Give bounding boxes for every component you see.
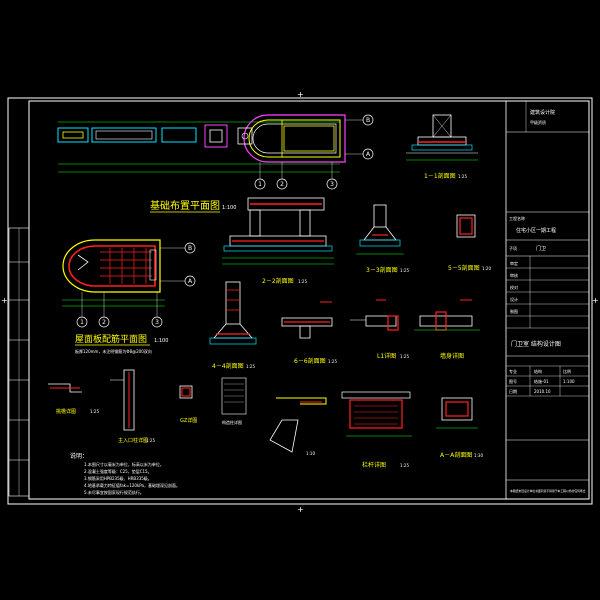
tb-project-label: 工程名称 (509, 215, 525, 221)
tb-sub-label: 子项 (509, 245, 517, 251)
roof-plan-scale: 1:100 (154, 338, 168, 344)
mark-top: + (297, 90, 304, 99)
section-5-5-scale: 1:20 (482, 266, 491, 271)
section-5-5 (456, 214, 476, 238)
axis-b: B (366, 117, 370, 124)
section-6-6 (281, 301, 333, 339)
section-2-2-scale: 1:25 (298, 279, 307, 284)
detail-balcony-title: 挑檐详图 (56, 408, 76, 415)
detail-gz2 (221, 377, 247, 415)
roof-plan-note: 板厚120mm，未注明钢筋为Φ8@200双向 (75, 348, 152, 354)
detail-gz2-title: 构造柱详图 (222, 419, 242, 425)
notes-heading: 说明： (70, 452, 88, 460)
foundation-plan-title: 基础布置平面图 (150, 199, 220, 212)
detail-post (110, 369, 135, 431)
note-2: 2.混凝土强度等级：C25，垫层C15。 (84, 468, 152, 474)
section-a-a-title: A－A剖面图 (440, 451, 472, 459)
axis-1: 1 (258, 181, 262, 188)
roof-axis-1: 1 (80, 319, 84, 326)
tb-role-4: 制图 (510, 308, 518, 314)
title-block-text: 建筑设计院 甲级资质 工程名称 住宅小区一期工程 子项 门卫 审定 审核 校对 … (509, 109, 575, 394)
mark-bottom: + (297, 505, 304, 514)
tb-date: 2010.10 (534, 389, 551, 394)
foundation-plan (57, 114, 374, 190)
detail-canopy (341, 391, 412, 437)
note-5: 5.未尽事宜按国家现行规范执行。 (84, 489, 144, 495)
roof-axis-2: 2 (102, 319, 106, 326)
tb-drawing-no-label: 图号 (509, 378, 517, 384)
axis-3: 3 (330, 181, 334, 188)
detail-gz (179, 385, 193, 399)
roof-axis-3: 3 (155, 319, 159, 326)
detail-l1-title: L1详图 (377, 352, 396, 360)
tb-scale: 1:100 (563, 379, 575, 384)
tb-scale-label: 比例 (563, 368, 571, 374)
detail-canopy-title: 栏杆详图 (362, 461, 386, 469)
detail-balcony-scale: 1:25 (90, 409, 99, 414)
mark-right: + (592, 296, 599, 305)
roof-plan-axis-labels: 1 2 3 B A (80, 245, 193, 326)
general-notes: 说明： 1.本图尺寸以毫米为单位，标高以米为单位。 2.混凝土强度等级：C25，… (70, 452, 180, 495)
title-block (505, 100, 590, 500)
detail-post-title: 主入口柱详图 (118, 437, 148, 444)
tb-sub: 门卫 (536, 245, 546, 252)
tb-sheet-label: 专业 (509, 368, 517, 374)
detail-balcony (48, 383, 82, 393)
tb-sheet: 结构 (534, 368, 542, 374)
note-4: 4.地基承载力特征值fak=120kPa，基础埋深见剖面。 (84, 482, 180, 488)
tb-drawing-no: 结施-01 (534, 378, 549, 384)
tb-project: 住宅小区一期工程 (516, 227, 556, 234)
section-4-4-scale: 1:25 (246, 364, 255, 369)
tb-date-label: 日期 (509, 388, 517, 394)
section-5-5-title: 5－5剖面图 (448, 264, 480, 272)
tb-cert: 甲级资质 (530, 119, 546, 125)
section-6-6-title: 6－6剖面图 (294, 357, 326, 365)
axis-2: 2 (280, 181, 284, 188)
tb-role-0: 审定 (510, 260, 518, 266)
tb-company: 建筑设计院 (530, 109, 555, 116)
roof-plan (62, 239, 196, 328)
foundation-plan-axis-labels: 1 2 3 B A (258, 117, 371, 188)
detail-l1 (350, 299, 399, 331)
section-6-6-scale: 1:25 (328, 359, 337, 364)
detail-post-scale: 1:25 (146, 438, 155, 443)
section-3-3-scale: 1:25 (400, 268, 409, 273)
detail-gz-title: GZ详图 (180, 417, 197, 424)
tb-role-3: 设计 (510, 296, 518, 302)
detail-wall (414, 299, 480, 331)
tb-role-1: 审核 (510, 272, 518, 278)
section-4-4 (209, 281, 257, 345)
tb-role-2: 校对 (510, 284, 518, 290)
section-3-3-title: 3－3剖面图 (366, 266, 398, 274)
tb-drawing-title: 门卫室 结构设计图 (511, 340, 561, 348)
foundation-plan-scale: 1:100 (222, 205, 236, 211)
section-a-a-scale: 1:30 (474, 453, 483, 458)
section-4-4-title: 4－4剖面图 (212, 362, 244, 370)
axis-a: A (366, 151, 371, 158)
roof-axis-b: B (188, 245, 192, 252)
section-1-1-title: 1－1剖面图 (424, 172, 456, 180)
section-3-3 (356, 204, 404, 255)
sheet-frame (7, 97, 593, 505)
note-3: 3.钢筋采用HPB235级、HRB335级。 (84, 475, 152, 481)
mark-left: + (1, 296, 8, 305)
section-1-1 (406, 114, 478, 161)
detail-l1-scale: 1:25 (400, 354, 409, 359)
section-1-1-scale: 1:25 (458, 174, 467, 179)
detail-canopy-scale: 1:25 (400, 463, 409, 468)
section-2-2 (222, 197, 334, 265)
detail-wall-title: 墙身详图 (440, 352, 464, 360)
note-1: 1.本图尺寸以毫米为单位，标高以米为单位。 (84, 461, 164, 467)
section-a-a (436, 397, 478, 429)
detail-rail (269, 397, 327, 453)
roof-axis-a: A (188, 278, 193, 285)
centre-marks: + + + + (1, 90, 599, 514)
detail-rail-scale: 1:10 (306, 451, 315, 456)
section-2-2-title: 2－2剖面图 (262, 277, 294, 285)
tb-footer: 本图纸未经设计单位书面同意不得用于本工程以外的任何场合 (510, 489, 586, 493)
roof-plan-title: 屋面板配筋平面图 (75, 333, 147, 345)
